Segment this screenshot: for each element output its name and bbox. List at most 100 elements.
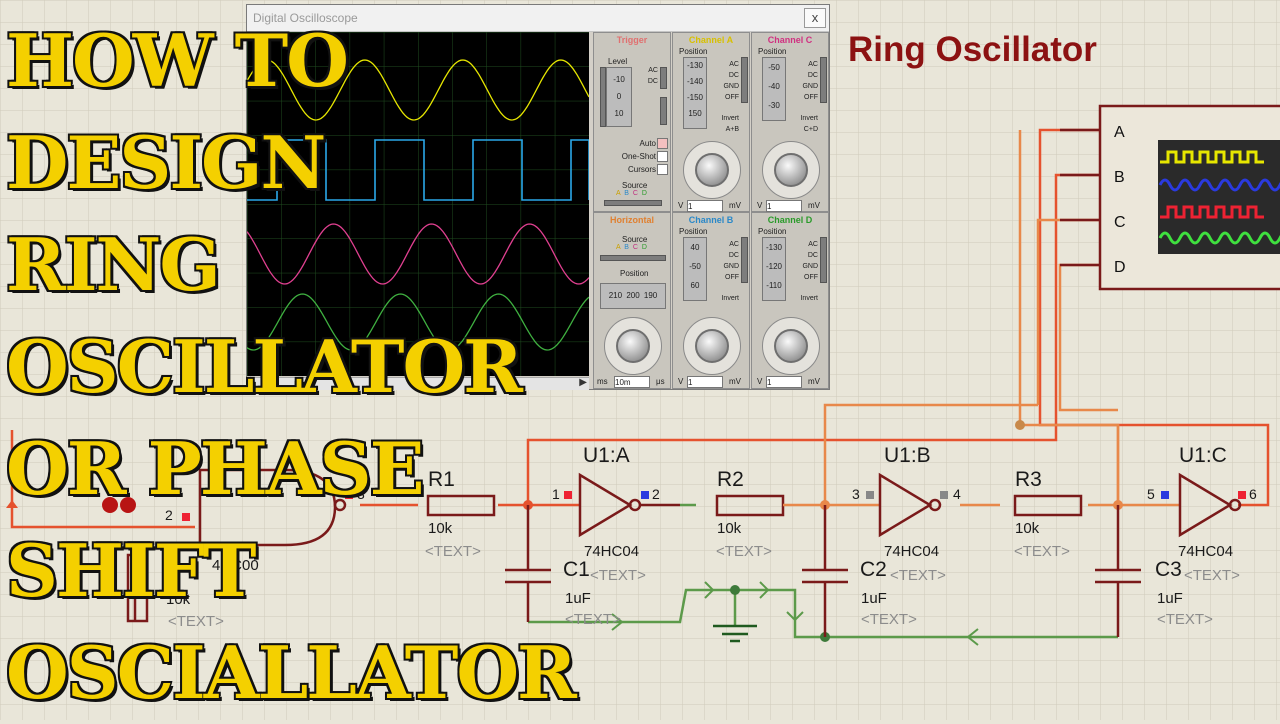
- signal-display-box[interactable]: A B C D: [1098, 104, 1280, 291]
- horizontal-scale-value[interactable]: 10m: [614, 376, 650, 388]
- u1a-part: 74HC04: [584, 543, 639, 560]
- channel-b-position-label: Position: [679, 227, 708, 236]
- horizontal-source-b[interactable]: B: [624, 244, 629, 251]
- channel-a-position-display[interactable]: -130 -140 -150 150: [683, 57, 707, 129]
- channel-d-mode-gnd[interactable]: GND: [802, 263, 818, 270]
- channel-d-tick: -130: [765, 243, 782, 252]
- resistor-r1[interactable]: R1 10k <TEXT>: [425, 468, 496, 560]
- channel-b-tick: 60: [690, 281, 700, 290]
- u1b-pin-in: 3: [852, 486, 860, 502]
- channel-c-mode-gnd[interactable]: GND: [802, 83, 818, 90]
- trigger-source-b[interactable]: B: [624, 190, 629, 197]
- c3-value: 1uF: [1157, 590, 1183, 607]
- channel-c-mode-ac[interactable]: AC: [808, 61, 818, 68]
- channel-d-invert: Invert: [800, 295, 818, 302]
- trigger-source-c[interactable]: C: [632, 190, 638, 197]
- channel-c-mode-switch[interactable]: [820, 57, 827, 103]
- channel-a-mode-gnd[interactable]: GND: [723, 83, 739, 90]
- channel-a-scale-knob[interactable]: [695, 153, 729, 187]
- r3-value: 10k: [1015, 520, 1040, 537]
- channel-a-mode-off[interactable]: OFF: [725, 94, 739, 101]
- channel-d-tick: -120: [765, 262, 782, 271]
- channel-d-mode-switch[interactable]: [820, 237, 827, 283]
- channel-c-mode-dc[interactable]: DC: [807, 72, 818, 79]
- oscilloscope-window[interactable]: Digital Oscilloscope x ▶ Trigger Level -…: [246, 4, 830, 390]
- channel-d-scale-value[interactable]: 1: [766, 376, 802, 388]
- inverter-u1b[interactable]: 3 4 U1:B 74HC04 <TEXT>: [852, 444, 961, 584]
- inverter-u1a[interactable]: 1 2 U1:A 74HC04 <TEXT>: [552, 444, 680, 584]
- capacitor-c3[interactable]: C3 1uF <TEXT>: [1095, 505, 1213, 637]
- channel-c-panel: Channel C Position -50 -40 -30 AC DC GND…: [751, 32, 829, 212]
- channel-b-mode-dc[interactable]: DC: [728, 252, 739, 259]
- headline-line: RING: [5, 221, 223, 309]
- channel-d-tick: -110: [766, 281, 782, 290]
- inverter-u1c[interactable]: 5 6 U1:C 74HC04 <TEXT>: [1147, 444, 1257, 584]
- trigger-source-slider[interactable]: [604, 200, 662, 206]
- channel-b-scale-value[interactable]: 1: [687, 376, 723, 388]
- channel-d-mode-dc[interactable]: DC: [807, 252, 818, 259]
- analyzer-channel-b: B: [1114, 169, 1125, 186]
- capacitor-c2[interactable]: C2 1uF <TEXT>: [802, 505, 917, 637]
- horizontal-source-a[interactable]: A: [616, 244, 621, 251]
- screen-scrollbar[interactable]: ▶: [247, 377, 589, 390]
- horizontal-source-d[interactable]: D: [641, 244, 647, 251]
- trigger-level-slider[interactable]: [600, 67, 606, 127]
- trigger-mode-ac[interactable]: AC: [648, 67, 658, 74]
- horizontal-source-c[interactable]: C: [632, 244, 638, 251]
- thumbnail-headline: HOW TO DESIGN RING OSCILLATOR OR PHASE S…: [5, 10, 646, 724]
- u1a-text: <TEXT>: [590, 567, 646, 584]
- oscilloscope-titlebar[interactable]: Digital Oscilloscope: [247, 5, 829, 32]
- schematic-title: Ring Oscillator: [848, 30, 1097, 69]
- trigger-edge-switch[interactable]: [660, 97, 667, 125]
- trigger-source-d[interactable]: D: [641, 190, 647, 197]
- channel-c-unit: mV: [808, 201, 820, 210]
- c2-text: <TEXT>: [861, 611, 917, 628]
- horizontal-position-display[interactable]: 210 200 190: [600, 283, 666, 309]
- resistor-r2[interactable]: R2 10k <TEXT>: [715, 468, 825, 560]
- nand-gate-partial[interactable]: 3 2 4HC00: [133, 468, 365, 620]
- horizontal-panel: Horizontal Source A B C D Position 210 2…: [593, 212, 671, 389]
- close-button[interactable]: x: [804, 8, 826, 28]
- c1-ref: C1: [563, 558, 590, 581]
- u1b-part: 74HC04: [884, 543, 939, 560]
- trigger-cursors: Cursors: [627, 165, 656, 174]
- resistor-r3[interactable]: R3 10k <TEXT>: [1013, 468, 1083, 560]
- channel-b-position-display[interactable]: 40 -50 60: [683, 237, 707, 301]
- channel-d-mode-off[interactable]: OFF: [804, 274, 818, 281]
- cursors-checkbox[interactable]: [657, 164, 668, 176]
- channel-c-scale-value[interactable]: 1: [766, 200, 802, 212]
- channel-b-scale-knob[interactable]: [695, 329, 729, 363]
- horizontal-scale-knob[interactable]: [616, 329, 650, 363]
- horizontal-position-label: Position: [620, 269, 649, 278]
- channel-a-mode-dc[interactable]: DC: [728, 72, 739, 79]
- resistor-partial[interactable]: 10k <TEXT>: [126, 553, 224, 630]
- channel-b-mode-switch[interactable]: [741, 237, 748, 283]
- channel-c-scale-knob[interactable]: [774, 153, 808, 187]
- capacitor-c1[interactable]: C1 1uF <TEXT>: [505, 505, 621, 628]
- trace-channel-b: [247, 139, 589, 201]
- channel-a-scale-value[interactable]: 1: [687, 200, 723, 212]
- channel-c-position-display[interactable]: -50 -40 -30: [762, 57, 786, 121]
- channel-a-mode-switch[interactable]: [741, 57, 748, 103]
- horizontal-source-slider[interactable]: [600, 255, 666, 261]
- one-shot-checkbox[interactable]: [657, 151, 668, 163]
- channel-c-mode-off[interactable]: OFF: [804, 94, 818, 101]
- channel-b-tick: 40: [690, 243, 700, 252]
- trigger-mode-dc[interactable]: DC: [647, 78, 658, 85]
- channel-d-position-display[interactable]: -130 -120 -110: [762, 237, 786, 301]
- trace-channel-d: [247, 293, 589, 351]
- channel-b-mode-ac[interactable]: AC: [729, 241, 739, 248]
- trigger-level-display[interactable]: -10 0 10: [606, 67, 632, 127]
- wire-net-green[interactable]: [528, 503, 1118, 639]
- wire-net-orange[interactable]: [823, 130, 1180, 507]
- channel-a-mode-ac[interactable]: AC: [729, 61, 739, 68]
- gate-part-fragment: 4HC00: [212, 557, 259, 574]
- channel-d-position-label: Position: [758, 227, 787, 236]
- trigger-coupling-switch[interactable]: [660, 67, 667, 89]
- channel-d-scale-knob[interactable]: [774, 329, 808, 363]
- channel-b-mode-gnd[interactable]: GND: [723, 263, 739, 270]
- auto-checkbox[interactable]: [657, 138, 668, 150]
- channel-b-mode-off[interactable]: OFF: [725, 274, 739, 281]
- channel-d-mode-ac[interactable]: AC: [808, 241, 818, 248]
- trigger-source-a[interactable]: A: [616, 190, 621, 197]
